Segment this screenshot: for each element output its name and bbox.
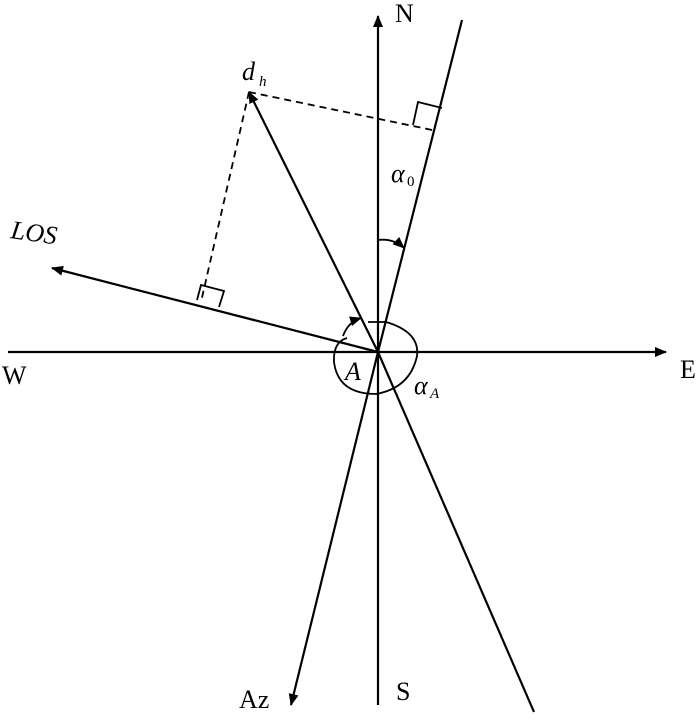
los-arrow bbox=[51, 265, 379, 354]
dh-arrow bbox=[248, 91, 379, 353]
right-angle-marker-heading bbox=[412, 100, 443, 126]
north-label: N bbox=[395, 0, 414, 28]
south-label: S bbox=[396, 677, 410, 706]
heading-line bbox=[376, 19, 464, 353]
dh-label: d bbox=[242, 57, 256, 86]
alpha0-label: α bbox=[391, 159, 406, 188]
angle-a-arc bbox=[342, 316, 362, 337]
west-label: W bbox=[2, 361, 27, 390]
lower-extension-line bbox=[376, 351, 536, 713]
alphaA-subscript: A bbox=[429, 386, 440, 402]
azimuth-label: Az bbox=[239, 685, 269, 714]
los-label: LOS bbox=[8, 215, 59, 250]
alpha0-angle-arc bbox=[377, 236, 405, 249]
alpha0-subscript: 0 bbox=[407, 174, 415, 190]
dh-subscript: h bbox=[259, 74, 267, 90]
right-angle-marker-los bbox=[196, 283, 226, 308]
alphaA-label: α bbox=[414, 371, 429, 400]
alphaA-angle-arc bbox=[333, 321, 419, 395]
dh-projection-to-los bbox=[200, 91, 250, 303]
angle-a-label: A bbox=[343, 357, 361, 386]
azimuth-arrow bbox=[288, 351, 380, 706]
east-label: E bbox=[680, 355, 696, 384]
dh-projection-to-heading bbox=[248, 91, 438, 132]
